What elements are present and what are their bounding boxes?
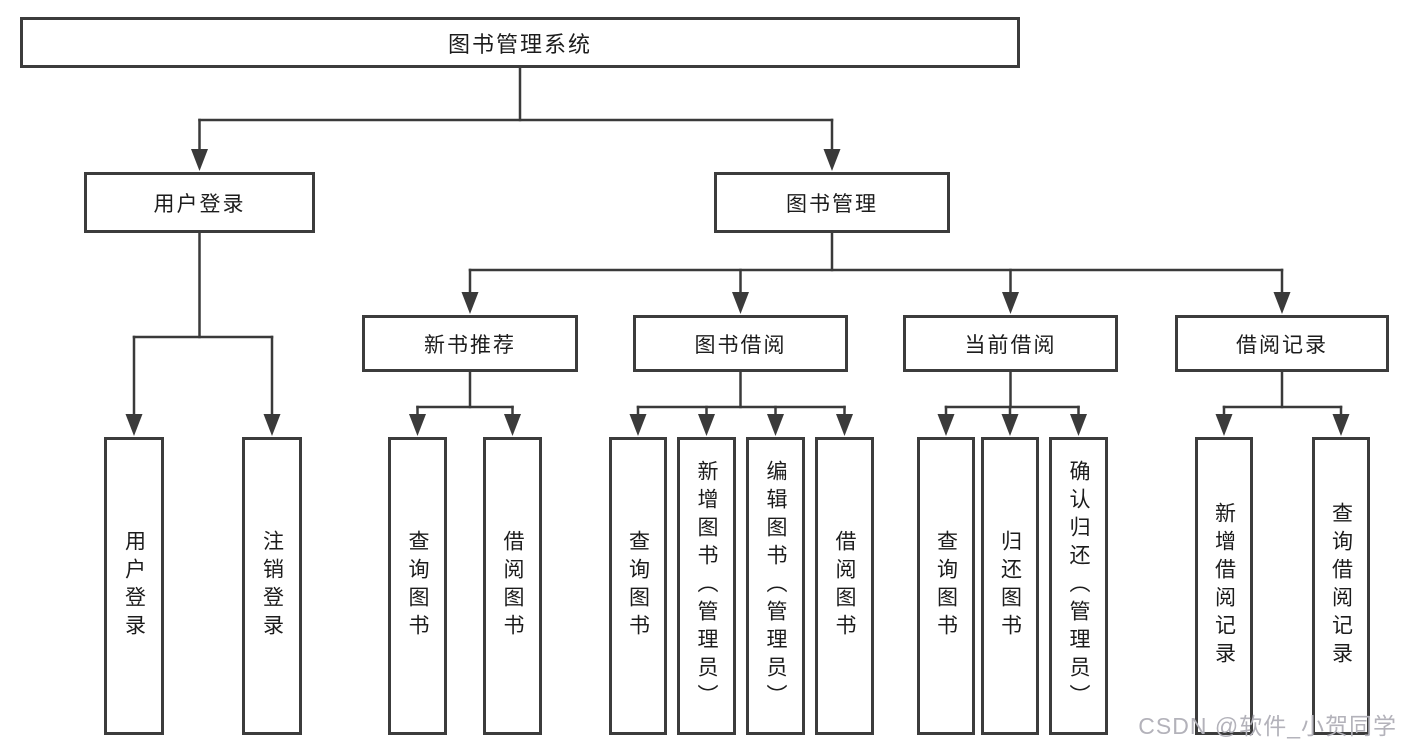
node-leaf-query-books-borrow: 查询图书: [609, 437, 667, 735]
arrowhead-icon: [125, 414, 143, 436]
node-leaf-user-login: 用户登录: [104, 437, 164, 735]
arrowhead-icon: [191, 149, 208, 171]
arrowhead-icon: [823, 149, 841, 171]
node-new-book-recommendation: 新书推荐: [362, 315, 578, 372]
arrowhead-icon: [1332, 414, 1350, 436]
arrowhead-icon: [698, 414, 715, 436]
node-leaf-return-books: 归还图书: [981, 437, 1039, 735]
arrowhead-icon: [767, 414, 784, 436]
arrowhead-icon: [1001, 414, 1019, 436]
arrowhead-icon: [1070, 414, 1087, 436]
node-leaf-confirm-return-admin: 确认归还（管理员）: [1049, 437, 1108, 735]
node-user-login: 用户登录: [84, 172, 315, 233]
node-current-borrowing: 当前借阅: [903, 315, 1118, 372]
node-leaf-logout: 注销登录: [242, 437, 302, 735]
node-leaf-query-borrow-record: 查询借阅记录: [1312, 437, 1370, 735]
arrowhead-icon: [937, 414, 955, 436]
arrowhead-icon: [732, 292, 749, 314]
arrowhead-icon: [1273, 292, 1291, 314]
arrowhead-icon: [409, 414, 426, 436]
arrowhead-icon: [836, 414, 853, 436]
arrowhead-icon: [1215, 414, 1233, 436]
node-leaf-borrow-books-recommend: 借阅图书: [483, 437, 542, 735]
node-leaf-query-books-current: 查询图书: [917, 437, 975, 735]
arrowhead-icon: [629, 414, 647, 436]
node-borrowing-records: 借阅记录: [1175, 315, 1389, 372]
watermark: CSDN @软件_小贺同学: [1138, 713, 1397, 739]
node-leaf-query-books-recommend: 查询图书: [388, 437, 447, 735]
arrowhead-icon: [263, 414, 281, 436]
node-leaf-borrow-books-borrow: 借阅图书: [815, 437, 874, 735]
arrowhead-icon: [1002, 292, 1019, 314]
node-leaf-add-books-admin: 新增图书（管理员）: [677, 437, 736, 735]
arrowhead-icon: [504, 414, 521, 436]
node-leaf-add-borrow-record: 新增借阅记录: [1195, 437, 1253, 735]
node-book-management: 图书管理: [714, 172, 950, 233]
arrowhead-icon: [461, 292, 479, 314]
node-root: 图书管理系统: [20, 17, 1020, 68]
node-book-borrowing: 图书借阅: [633, 315, 848, 372]
node-leaf-edit-books-admin: 编辑图书（管理员）: [746, 437, 805, 735]
